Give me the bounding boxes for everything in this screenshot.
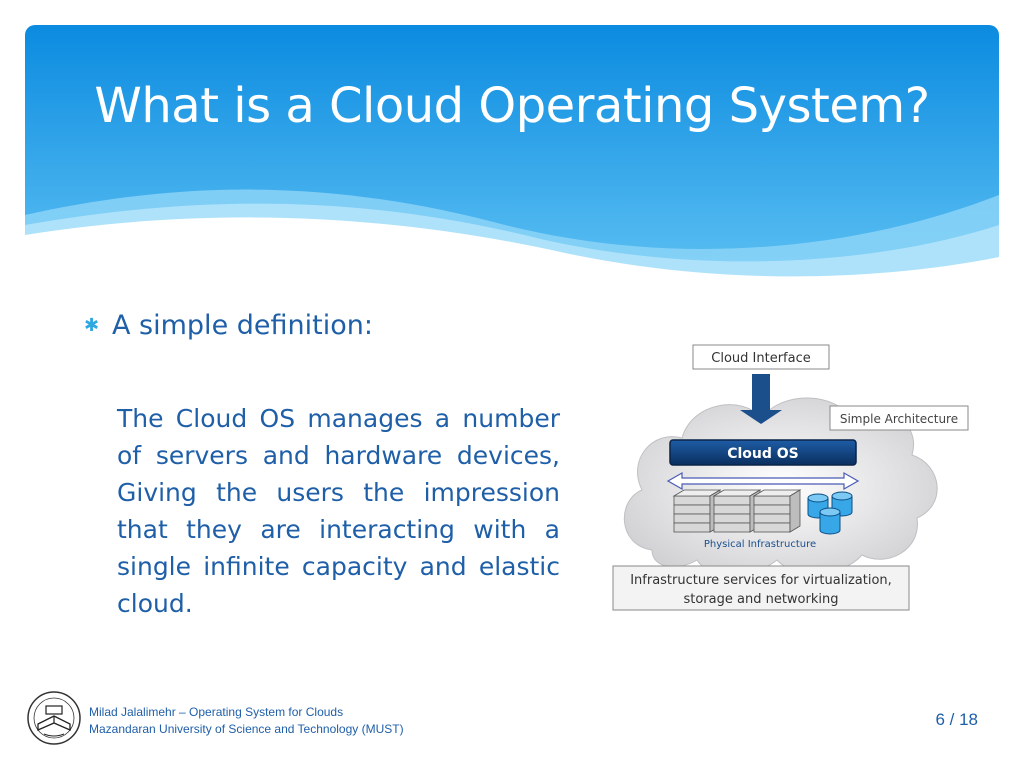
bullet-item: ✱ A simple definition: — [84, 310, 373, 341]
definition-paragraph: The Cloud OS manages a number of servers… — [117, 404, 560, 618]
university-logo — [26, 690, 82, 751]
cloud-architecture-diagram: Cloud Interface Simple Architecture Clou… — [612, 340, 972, 625]
storage-cylinder-icon — [807, 491, 853, 535]
simple-architecture-label: Simple Architecture — [840, 412, 958, 426]
cloud-os-label: Cloud OS — [727, 446, 799, 462]
page-number: 6 / 18 — [935, 710, 978, 729]
footer-author-line: Milad Jalalimehr – Operating System for … — [89, 705, 344, 719]
footer-credits: Milad Jalalimehr – Operating System for … — [89, 704, 404, 738]
bullet-text: A simple definition: — [112, 310, 373, 341]
asterisk-bullet-icon: ✱ — [84, 315, 100, 336]
physical-infrastructure-label: Physical Infrastructure — [704, 539, 816, 550]
slide-title: What is a Cloud Operating System? — [94, 78, 930, 134]
cloud-interface-label: Cloud Interface — [711, 351, 810, 366]
server-rack-icon — [672, 489, 722, 533]
server-rack-icon — [752, 489, 802, 533]
down-arrow-icon — [740, 374, 782, 424]
services-line-1: Infrastructure services for virtualizati… — [630, 573, 892, 588]
services-line-2: storage and networking — [683, 592, 838, 607]
footer-university-line: Mazandaran University of Science and Tec… — [89, 722, 404, 736]
title-banner — [25, 25, 999, 283]
double-arrow-icon — [666, 471, 860, 491]
